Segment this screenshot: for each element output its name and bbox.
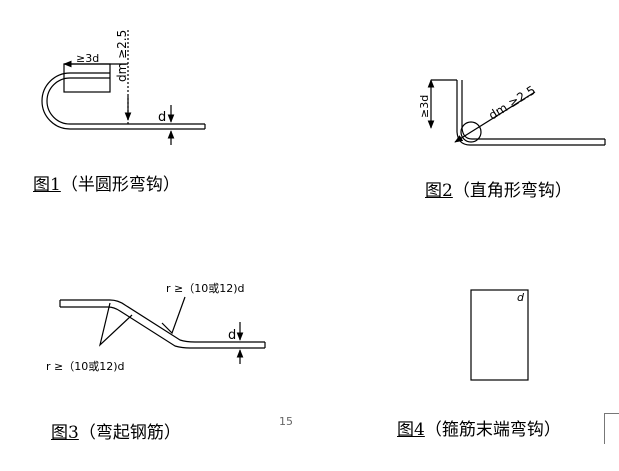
fig1-label-3d: ≥3d bbox=[76, 52, 99, 65]
fig4-label-d: d bbox=[517, 291, 525, 304]
fig2-label-dm: dm ≥2.5 bbox=[486, 83, 538, 123]
fig2-label-3d: ≥3d bbox=[418, 95, 431, 118]
fig4-caption: 图4（箍筋末端弯钩） bbox=[397, 415, 561, 440]
fig3-drawing bbox=[59, 296, 266, 364]
fig2-caption: 图2（直角形弯钩） bbox=[425, 176, 572, 201]
fig1-label-dm: dm ≥2.5 bbox=[115, 30, 129, 82]
fig3-label-r-bottom: r ≥（10或12)d bbox=[46, 360, 125, 373]
fig3-caption-text: （弯起钢筋） bbox=[78, 423, 181, 443]
fig4-drawing bbox=[470, 289, 529, 381]
fig4-caption-text: （箍筋末端弯钩） bbox=[424, 420, 561, 440]
fig3-number: 图3 bbox=[51, 423, 79, 443]
fig1-caption-text: （半圆形弯钩） bbox=[60, 175, 180, 195]
fig3-caption: 图3（弯起钢筋） bbox=[51, 418, 181, 443]
fig3-label-r-top: r ≥（10或12)d bbox=[166, 282, 245, 295]
fig1-rebar-inner bbox=[46, 77, 205, 125]
fig3-rebar-bottom bbox=[60, 306, 265, 349]
fig4-number: 图4 bbox=[397, 420, 425, 440]
fig1-number: 图1 bbox=[33, 175, 61, 195]
fig3-radius-marker-left bbox=[98, 302, 133, 347]
fig3-label-d: d bbox=[228, 328, 236, 343]
fig2-drawing bbox=[427, 79, 606, 146]
fig2-dim-dm-line bbox=[454, 91, 536, 143]
fig3-radius-marker-right bbox=[161, 296, 186, 335]
fig2-caption-text: （直角形弯钩） bbox=[452, 181, 572, 201]
fig2-bend-circle bbox=[460, 121, 482, 143]
fig4-stirrup-rect bbox=[470, 289, 529, 381]
fig1-label-d: d bbox=[158, 110, 166, 125]
fig2-number: 图2 bbox=[425, 181, 453, 201]
fig1-caption: 图1（半圆形弯钩） bbox=[33, 170, 180, 195]
fig1-drawing bbox=[41, 30, 206, 145]
page-corner-mark bbox=[604, 413, 619, 444]
fig3-rebar-top bbox=[60, 299, 265, 343]
page-number: 15 bbox=[279, 415, 293, 428]
fig1-rebar-outer bbox=[41, 72, 205, 130]
